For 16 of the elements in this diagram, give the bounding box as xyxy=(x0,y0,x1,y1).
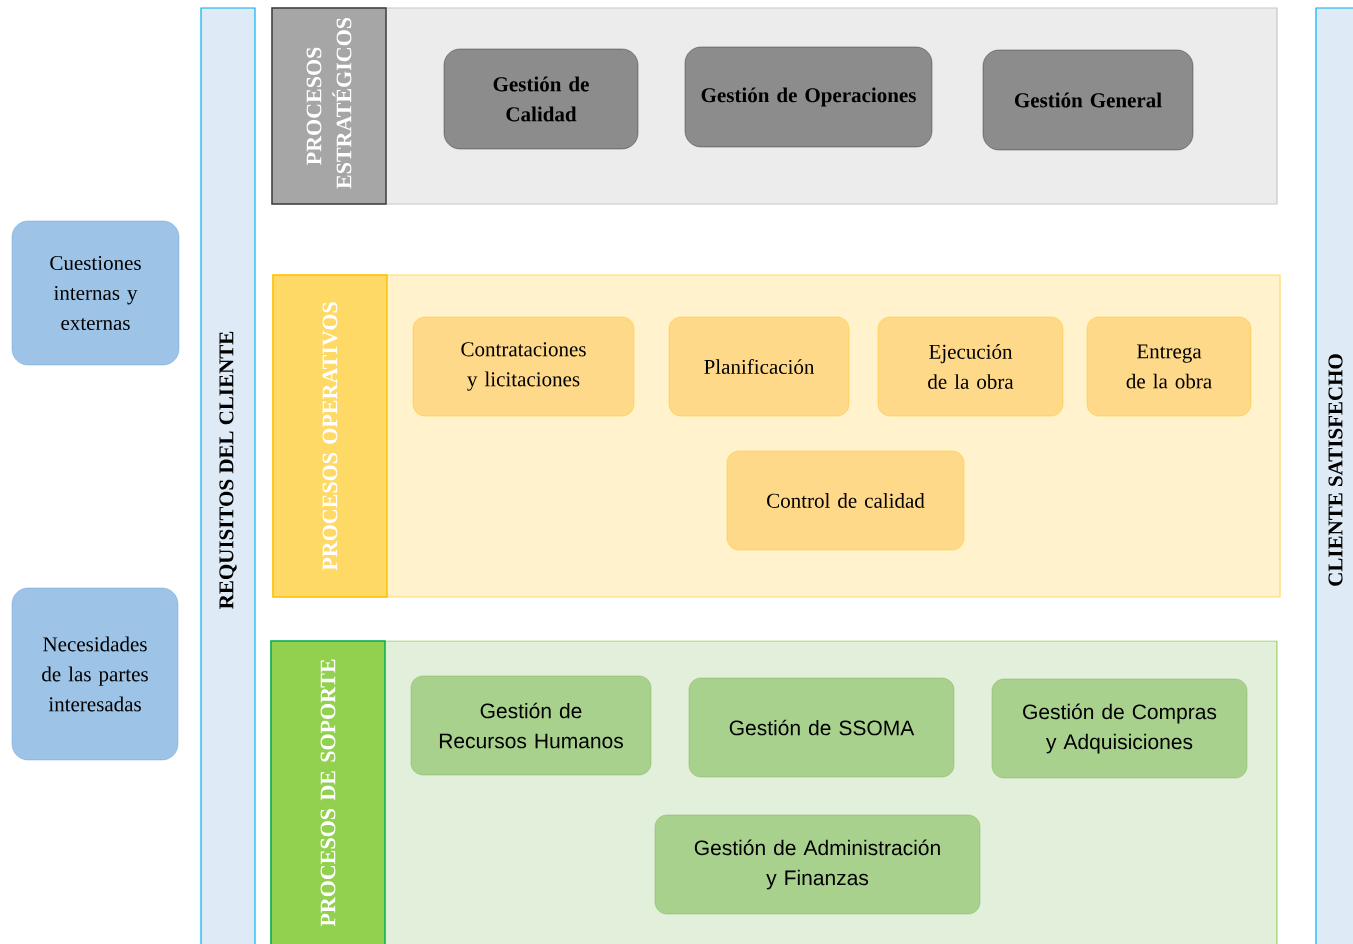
process-box: Entrega de la obra xyxy=(1086,316,1252,417)
process-box: Contrataciones y licitaciones xyxy=(412,316,635,417)
process-box: Ejecución de la obra xyxy=(877,316,1064,417)
side-band: REQUISITOS DEL CLIENTE xyxy=(200,7,256,944)
process-box: Gestión de Operaciones xyxy=(684,46,933,148)
process-box: Gestión de SSOMA xyxy=(688,677,955,778)
process-box: Gestión General xyxy=(982,49,1194,151)
process-box: Gestión de Calidad xyxy=(443,48,639,150)
process-box: Necesidades de las partes interesadas xyxy=(11,587,179,761)
process-box: Cuestiones internas y externas xyxy=(11,220,180,366)
process-box: Planificación xyxy=(668,316,850,417)
process-box: Gestión de Compras y Adquisiciones xyxy=(991,678,1248,779)
process-box: Gestión de Administración y Finanzas xyxy=(654,814,981,915)
process-box: Gestión de Recursos Humanos xyxy=(410,675,652,776)
side-band: CLIENTE SATISFECHO xyxy=(1315,7,1353,944)
process-box: Control de calidad xyxy=(726,450,965,551)
